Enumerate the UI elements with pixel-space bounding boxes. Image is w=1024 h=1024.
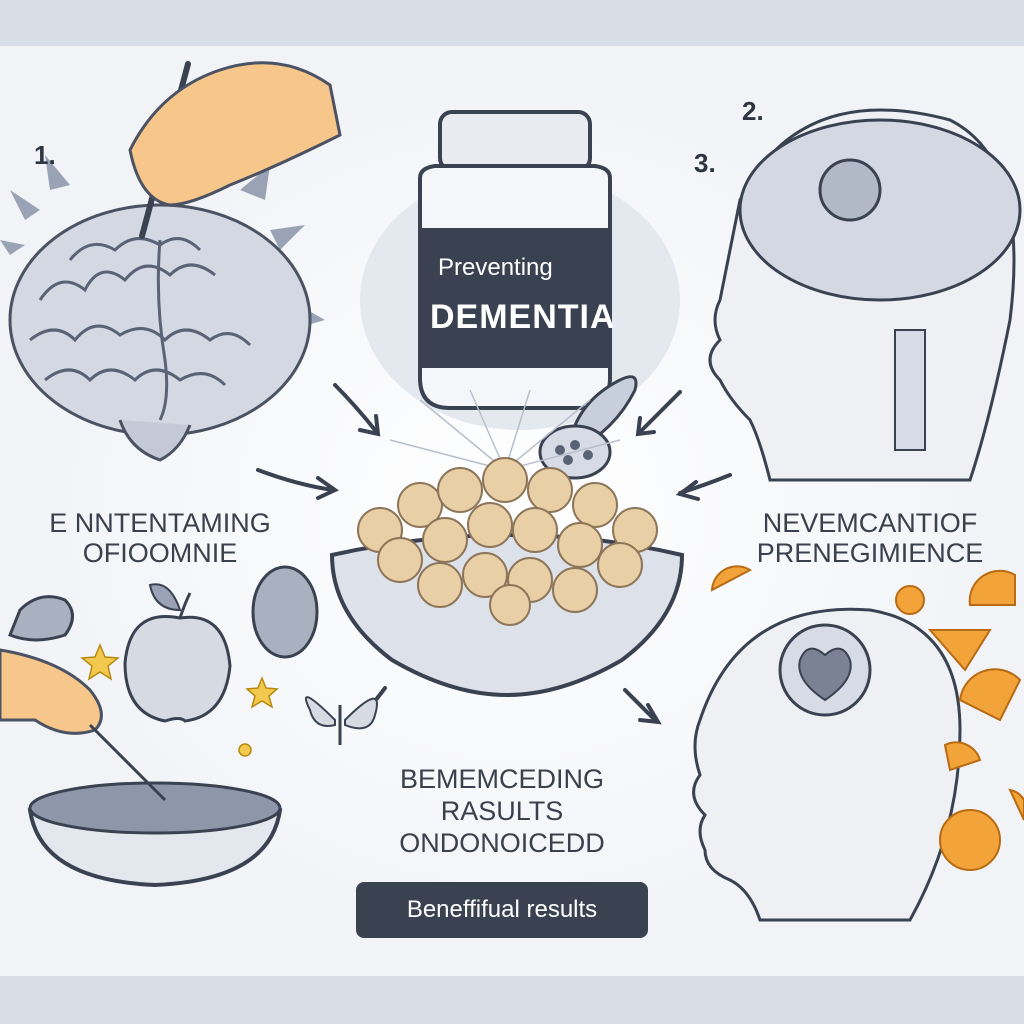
step-number-1: 1.: [34, 140, 56, 170]
bottom-caption-line3: ONDONOICEDD: [399, 828, 605, 858]
left-caption-line2: OFIOOMNIE: [82, 538, 238, 568]
bottom-caption-line2: RASULTS: [440, 796, 564, 826]
brain-icon: [0, 155, 325, 462]
head-with-heart-icon: [692, 607, 962, 922]
butterfly-icon: [305, 696, 378, 745]
hand-icon: [128, 61, 342, 239]
bowl-icon: [329, 457, 685, 698]
step-number-3: 3.: [694, 148, 716, 178]
jar-label-line2: DEMENTIA: [430, 298, 616, 336]
heart-icon: [798, 647, 852, 702]
small-bowl-icon: [0, 648, 283, 888]
step-number-2: 2.: [742, 96, 764, 126]
star-icons: [80, 643, 279, 757]
right-caption-line1: NEVEMCANTIOF: [762, 508, 978, 538]
apple-icon: [8, 565, 319, 723]
orange-slice-icon: [710, 565, 1024, 871]
results-badge: Beneffifual results: [356, 882, 648, 938]
light-rays: [389, 389, 621, 471]
jar-label-line1: Preventing: [438, 254, 553, 281]
right-caption-line2: PRENEGIMIENCE: [756, 538, 984, 568]
left-caption-line1: E NNTENTAMING: [49, 508, 271, 538]
head-with-brain-icon: [708, 108, 1022, 482]
pill-jar-icon: [360, 110, 680, 430]
bottom-caption-line1: BEMEMCEDING: [399, 764, 605, 794]
